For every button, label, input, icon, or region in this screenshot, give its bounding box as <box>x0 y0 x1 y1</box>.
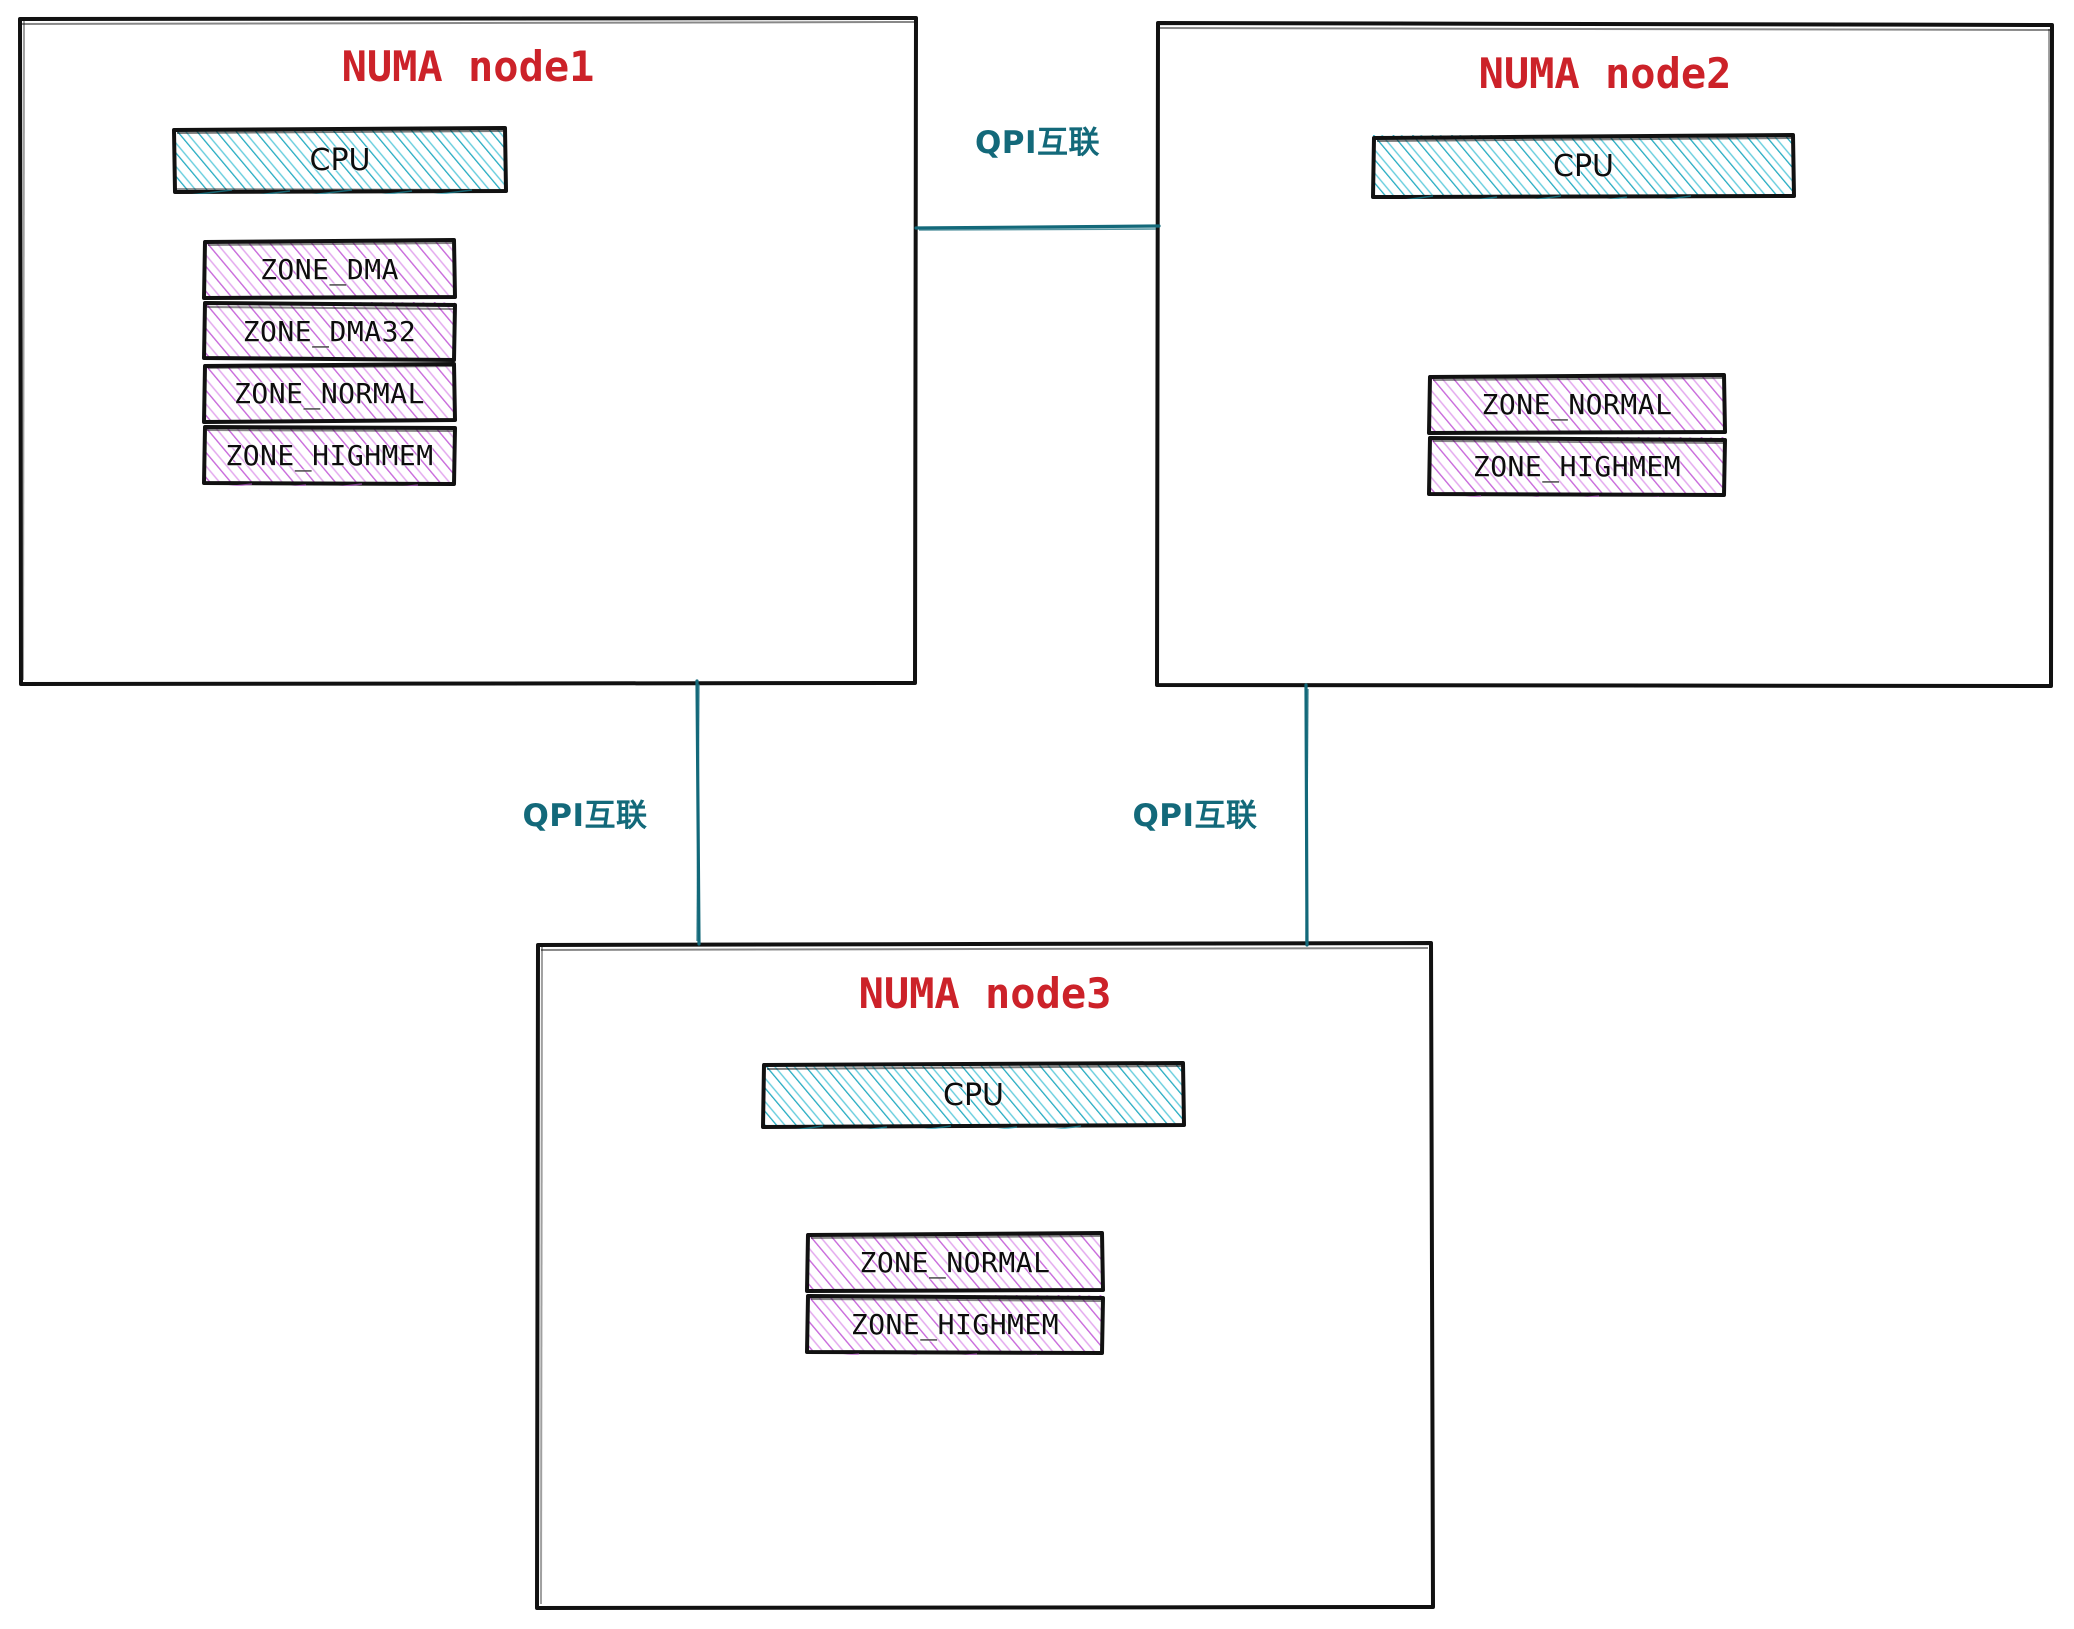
node3-outline <box>535 941 1435 1610</box>
node3-zone-zone_highmem[interactable]: ZONE_HIGHMEM <box>805 1293 1105 1355</box>
node3-zone0-hatch <box>805 1231 1105 1293</box>
node2-cpu-block[interactable]: CPU <box>1371 133 1796 199</box>
node2-zone1-hatch <box>1427 436 1727 497</box>
qpi-label-node1-node3: QPI互联 <box>522 798 648 834</box>
node2-cpu-label: CPU <box>1553 148 1614 184</box>
qpi-label-node1-node2: QPI互联 <box>974 125 1101 161</box>
node3-cpu-hatch <box>761 1061 1186 1129</box>
node1-zone1-label: ZONE_DMA32 <box>242 314 417 348</box>
node3-cpu-label: CPU <box>943 1077 1004 1113</box>
node1-cpu-label: CPU <box>309 142 371 178</box>
node2-zone-zone_highmem[interactable]: ZONE_HIGHMEM <box>1427 435 1727 497</box>
node1-title: NUMA node1 <box>341 42 595 91</box>
node1-cpu-block[interactable]: CPU <box>172 126 508 194</box>
node1-zone-zone_dma[interactable]: ZONE_DMA <box>202 238 457 300</box>
qpi-label-node2-node3: QPI互联 <box>1132 798 1258 834</box>
node1-zone0-hatch <box>202 238 457 300</box>
node1-zone2-hatch <box>202 362 457 424</box>
numa-node3-box[interactable]: NUMA node3 CPU ZONE_NORMAL <box>535 941 1435 1610</box>
node3-zone0-label: ZONE_NORMAL <box>859 1245 1051 1279</box>
qpi-connector-node1-node3[interactable] <box>686 679 710 946</box>
node2-outline <box>1155 21 2054 688</box>
qpi-connector-node2-node3[interactable] <box>1294 683 1318 947</box>
node2-title: NUMA node2 <box>1478 49 1732 98</box>
node1-zone-zone_highmem[interactable]: ZONE_HIGHMEM <box>202 424 457 486</box>
qpi-connector-node1-node2[interactable] <box>914 215 1161 241</box>
node2-zone0-hatch <box>1427 373 1727 435</box>
node1-zone2-label: ZONE_NORMAL <box>234 376 425 410</box>
node3-cpu-block[interactable]: CPU <box>761 1061 1186 1129</box>
node2-zone-zone_normal[interactable]: ZONE_NORMAL <box>1427 373 1727 435</box>
numa-node2-box[interactable]: NUMA node2 CPU ZONE_NORMAL <box>1155 21 2055 688</box>
node2-zone0-label: ZONE_NORMAL <box>1481 387 1673 421</box>
node1-zone1-hatch <box>202 301 457 362</box>
node3-zone1-hatch <box>805 1294 1105 1355</box>
node1-outline <box>18 16 918 686</box>
numa-node1-box[interactable]: NUMA node1 CPU ZONE_DMA <box>18 16 918 686</box>
node1-zone-zone_dma32[interactable]: ZONE_DMA32 <box>202 300 457 362</box>
node1-zone3-hatch <box>202 425 457 486</box>
node3-zone1-label: ZONE_HIGHMEM <box>850 1307 1060 1341</box>
node3-zone-zone_normal[interactable]: ZONE_NORMAL <box>805 1231 1105 1293</box>
node1-cpu-hatch <box>172 126 508 194</box>
node1-zone-zone_normal[interactable]: ZONE_NORMAL <box>202 362 457 424</box>
node2-cpu-hatch <box>1371 133 1796 199</box>
node3-title: NUMA node3 <box>858 969 1112 1018</box>
node1-zone0-label: ZONE_DMA <box>260 252 399 286</box>
node2-zone1-label: ZONE_HIGHMEM <box>1472 449 1682 483</box>
node1-zone3-label: ZONE_HIGHMEM <box>225 438 434 472</box>
